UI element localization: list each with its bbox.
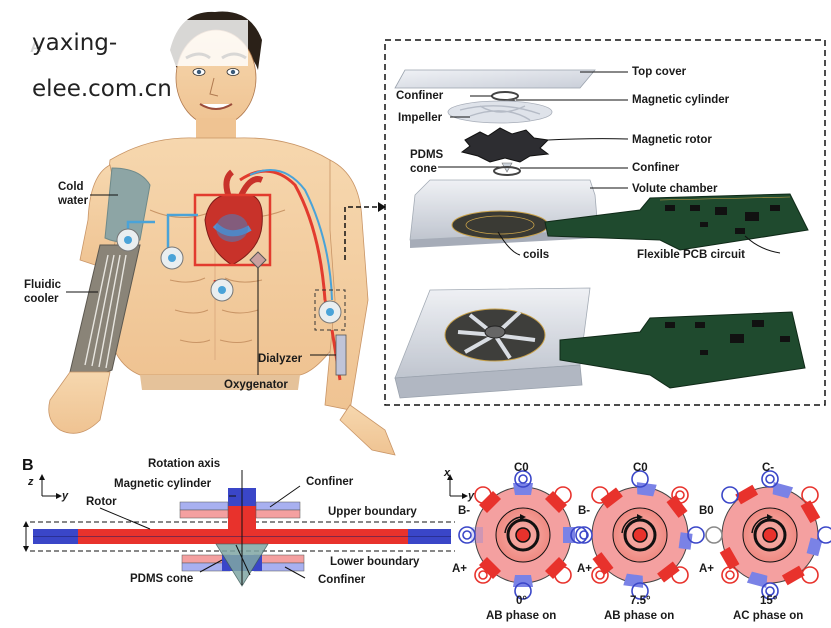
label-pdms-cone-1: PDMS: [410, 149, 444, 161]
phase-1-left-lower: A+: [577, 563, 592, 575]
label-confiner-bottom: Confiner: [632, 162, 680, 174]
exploded-pump: [394, 69, 809, 399]
phase-2-left-lower: A+: [699, 563, 714, 575]
label-phase-axis-x: x: [443, 467, 451, 479]
label-cold-water-2: water: [57, 195, 89, 207]
label-confiner-lower: Confiner: [318, 574, 366, 586]
label-flexible-pcb: Flexible PCB circuit: [637, 249, 745, 261]
pump-icons: [116, 228, 346, 331]
flexible-pcb-upper: [544, 193, 809, 251]
phase-2-left-upper: B0: [699, 505, 714, 517]
label-coils: coils: [523, 249, 549, 261]
label-magnetic-cylinder: Magnetic cylinder: [632, 94, 730, 106]
phase-diagrams: [447, 470, 831, 600]
label-lower-boundary: Lower boundary: [330, 556, 420, 568]
phase-0-left-upper: B-: [458, 505, 470, 517]
phase-2-top: C-: [762, 462, 774, 474]
label-phase-axis-y: y: [467, 490, 475, 502]
phase-1-angle: 7.5°: [630, 595, 651, 607]
zoom-arrow: [344, 206, 378, 260]
phase-0-left-lower: A+: [452, 563, 467, 575]
label-magnetic-rotor: Magnetic rotor: [632, 134, 712, 146]
label-confiner-top: Confiner: [396, 90, 444, 102]
labels: B A Cold water Fluidic cooler Oxygenator…: [22, 39, 803, 622]
phase-2-phase: AC phase on: [733, 610, 803, 622]
phase-2-angle: 15°: [760, 595, 778, 607]
label-axis-y: y: [61, 490, 69, 502]
top-cover: [394, 69, 596, 89]
phase-diagram-0: [458, 470, 588, 600]
flexible-pcb-lower: [559, 311, 806, 389]
label-impeller: Impeller: [398, 112, 443, 124]
confiner-bottom: [493, 166, 521, 176]
label-upper-boundary: Upper boundary: [328, 506, 417, 518]
cross-section: [23, 470, 455, 587]
label-fluidic-cooler-2: cooler: [24, 293, 59, 305]
label-oxygenator: Oxygenator: [224, 379, 288, 391]
volute-chamber-assembly: [409, 179, 809, 251]
phase-1-top: C0: [633, 462, 648, 474]
label-magnetic-cylinder-b: Magnetic cylinder: [114, 478, 212, 490]
label-pdms-cone-2: cone: [410, 163, 437, 175]
label-rotor: Rotor: [86, 496, 117, 508]
confiner-upper: [179, 501, 301, 519]
label-cold-water-1: Cold: [58, 181, 84, 193]
phase-0-angle: 0°: [516, 595, 527, 607]
phase-diagram-1: [575, 470, 705, 600]
assembled-pump: [394, 287, 806, 399]
phase-diagram-2: [705, 470, 831, 600]
label-rotation-axis: Rotation axis: [148, 458, 220, 470]
watermark: yaxing-elee.com.cn: [22, 20, 248, 102]
phase-1-left-upper: B-: [578, 505, 590, 517]
panel-label-b: B: [22, 457, 34, 474]
label-axis-z: z: [27, 476, 34, 488]
phase-1-phase: AB phase on: [604, 610, 674, 622]
impeller: [447, 100, 553, 124]
human-figure: [48, 11, 396, 456]
confiner-top: [491, 91, 519, 101]
label-confiner-upper: Confiner: [306, 476, 354, 488]
label-pdms-cone-b: PDMS cone: [130, 573, 193, 585]
zoom-box: [384, 39, 826, 406]
dialyzer-icon: [335, 334, 347, 376]
label-top-cover: Top cover: [632, 66, 687, 78]
phase-0-top: C0: [514, 462, 529, 474]
label-volute-chamber: Volute chamber: [632, 183, 718, 195]
cold-water-sleeve: [104, 167, 151, 243]
label-dialyzer: Dialyzer: [258, 353, 303, 365]
phase-0-phase: AB phase on: [486, 610, 556, 622]
label-fluidic-cooler-1: Fluidic: [24, 279, 62, 291]
magnetic-rotor: [460, 127, 550, 163]
